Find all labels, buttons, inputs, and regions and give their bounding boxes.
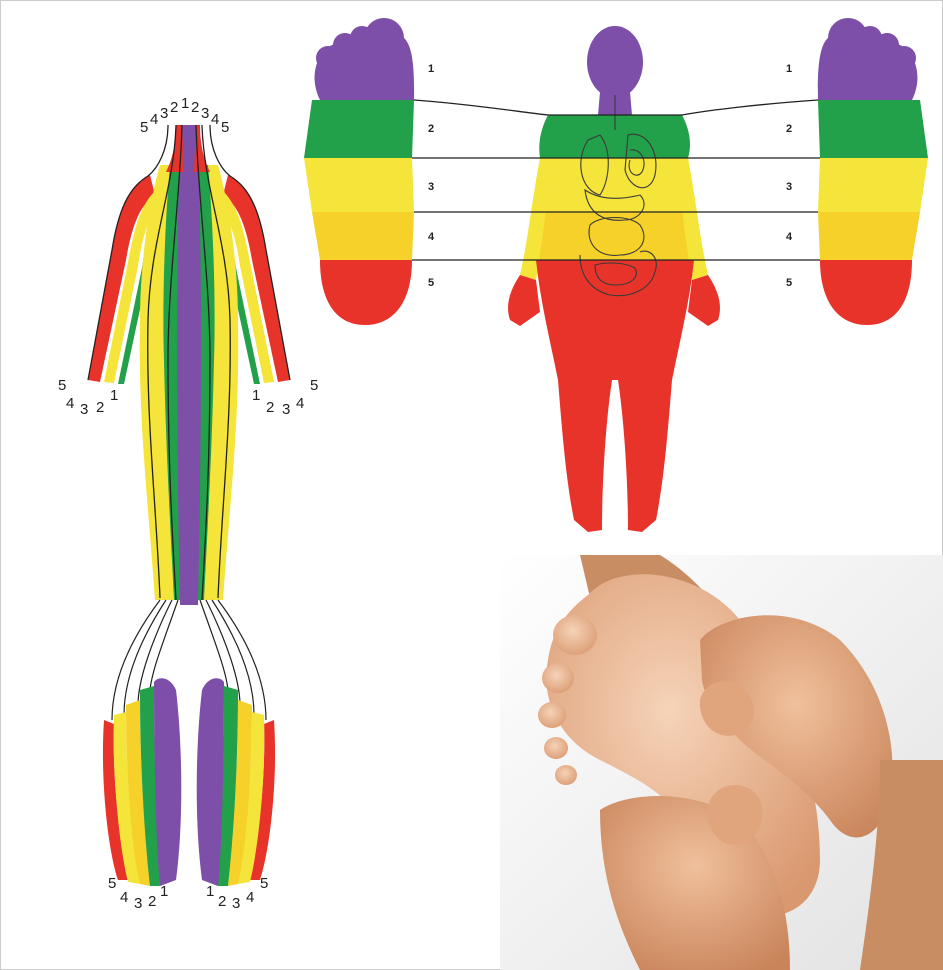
center-zone-1	[177, 150, 201, 605]
right-hand-label-3: 3	[282, 401, 290, 418]
left-hand-label-1: 1	[110, 387, 118, 404]
right-hand-label-2: 2	[266, 399, 274, 416]
right-hand-label-5: 5	[310, 377, 318, 394]
foot-massage-photo	[500, 555, 943, 970]
right-zone-label-3: 3	[786, 181, 792, 193]
neck-label-right-4: 4	[211, 111, 219, 128]
left-hand-label-3: 3	[80, 401, 88, 418]
right-foot-zone-2	[818, 100, 928, 158]
right-foot-zone-4	[818, 212, 920, 260]
torso-zone-3	[538, 158, 692, 212]
right-hand-label-1: 1	[252, 387, 260, 404]
right-sole-label-5: 5	[260, 875, 268, 892]
right-sole-label-2: 2	[218, 893, 226, 910]
right-zone-label-4: 4	[786, 231, 793, 243]
neck-label-right-5: 5	[221, 119, 229, 136]
left-hand-label-4: 4	[66, 395, 74, 412]
neck-zone-1	[182, 125, 196, 172]
neck-label-1: 1	[181, 95, 189, 112]
left-sole-label-5: 5	[108, 875, 116, 892]
neck-label-left-2: 2	[170, 99, 178, 116]
right-sole-label-1: 1	[206, 883, 214, 900]
right-zone-label-2: 2	[786, 123, 792, 135]
neck-label-left-3: 3	[160, 105, 168, 122]
toe-big	[553, 615, 597, 655]
left-zone-label-2: 2	[428, 123, 434, 135]
left-hand-label-5: 5	[58, 377, 66, 394]
right-foot-zone-3	[818, 158, 928, 212]
neck-label-left-4: 4	[150, 111, 158, 128]
left-zone-label-5: 5	[428, 277, 434, 289]
right-hand-label-4: 4	[296, 395, 304, 412]
right-zone-label-1: 1	[786, 63, 792, 75]
neck-label-left-5: 5	[140, 119, 148, 136]
neck-label-right-3: 3	[201, 105, 209, 122]
left-zone-label-4: 4	[428, 231, 435, 243]
left-sole-label-4: 4	[120, 889, 128, 906]
neck-label-right-2: 2	[191, 99, 199, 116]
torso-zone-4	[536, 212, 694, 260]
right-sole-label-3: 3	[232, 895, 240, 912]
left-sole-label-1: 1	[160, 883, 168, 900]
left-zone-label-1: 1	[428, 63, 434, 75]
left-zone-label-3: 3	[428, 181, 434, 193]
head-zone-1	[587, 26, 643, 98]
left-sole-label-2: 2	[148, 893, 156, 910]
left-foot-zone-4	[312, 212, 414, 260]
left-foot-zone-3	[304, 158, 414, 212]
right-sole-label-4: 4	[246, 889, 254, 906]
left-foot-zone-2	[304, 100, 414, 158]
left-hand-label-2: 2	[96, 399, 104, 416]
left-sole-label-3: 3	[134, 895, 142, 912]
right-zone-label-5: 5	[786, 277, 792, 289]
